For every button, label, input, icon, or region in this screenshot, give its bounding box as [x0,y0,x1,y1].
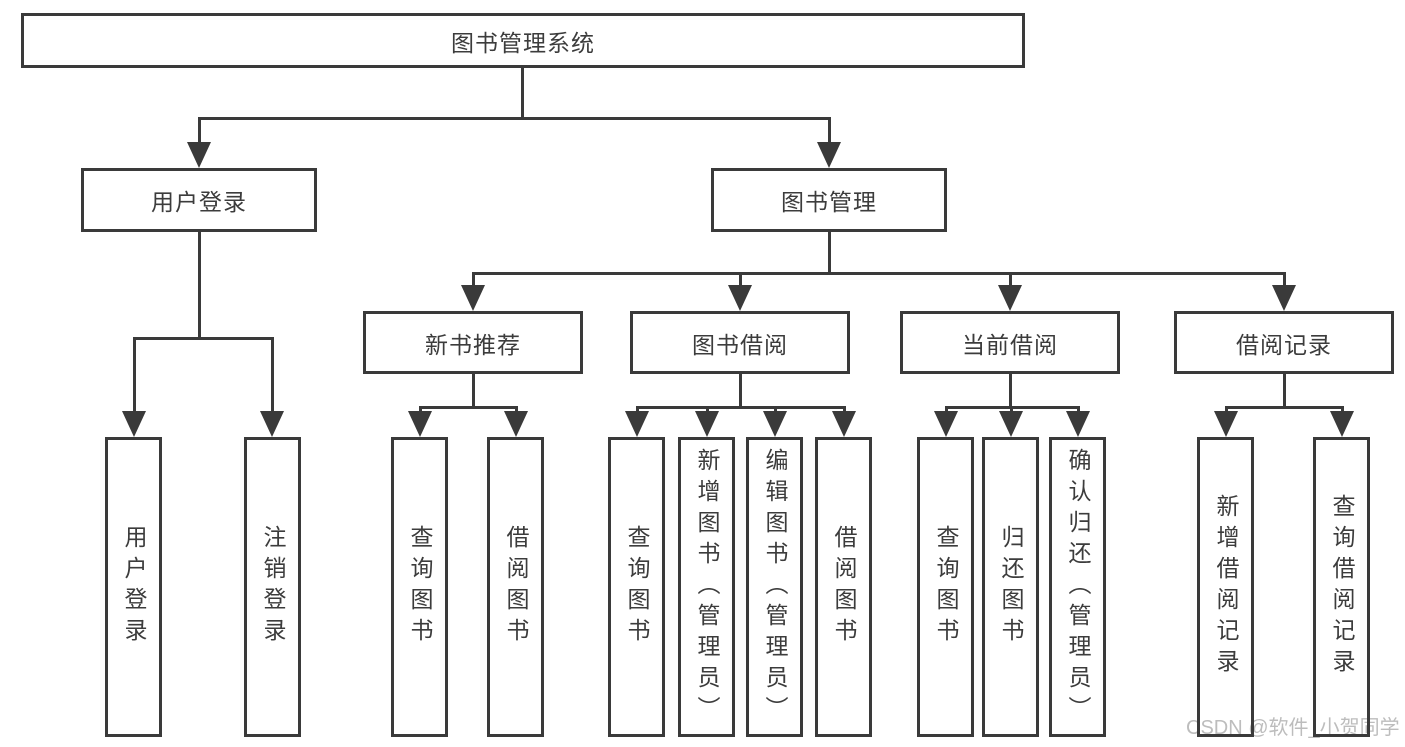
arrow-down-icon [1214,411,1238,437]
connector-line [472,272,475,288]
node-leaf-nbr-borrow-books: 借阅图书 [487,437,544,737]
connector-line [515,406,518,415]
arrow-down-icon [763,411,787,437]
node-leaf-cb-return-books: 归还图书 [982,437,1039,737]
arrow-down-icon [260,411,284,437]
connector-line [1225,406,1344,409]
node-leaf-bb-borrow-books: 借阅图书 [815,437,872,737]
node-leaf-bb-add-books-label: 新增图书（管理员） [694,447,720,727]
connector-line [198,232,201,338]
node-user-login-label: 用户登录 [151,189,247,215]
node-leaf-nbr-borrow-books-label: 借阅图书 [503,525,529,649]
node-current-borrowing: 当前借阅 [900,311,1120,374]
node-leaf-bb-borrow-books-label: 借阅图书 [831,525,857,649]
connector-line [1077,406,1080,415]
connector-line [133,337,274,340]
node-user-login: 用户登录 [81,168,317,232]
arrow-down-icon [1066,411,1090,437]
arrow-down-icon [1272,285,1296,311]
connector-line [419,406,422,415]
connector-line [133,337,136,414]
connector-line [198,117,201,146]
node-leaf-cb-confirm-return-label: 确认归还（管理员） [1065,447,1091,727]
arrow-down-icon [695,411,719,437]
node-current-borrowing-label: 当前借阅 [962,331,1058,358]
connector-line [636,406,639,415]
arrow-down-icon [461,285,485,311]
connector-line [1225,406,1228,415]
node-book-borrowing-label: 图书借阅 [692,331,788,358]
node-leaf-logout-label: 注销登录 [260,525,286,649]
node-leaf-br-query-record-label: 查询借阅记录 [1329,494,1355,680]
node-book-management: 图书管理 [711,168,947,232]
node-leaf-bb-query-books-label: 查询图书 [624,525,650,649]
arrow-down-icon [728,285,752,311]
node-borrowing-records: 借阅记录 [1174,311,1394,374]
node-leaf-br-add-record-label: 新增借阅记录 [1213,494,1239,680]
connector-line [706,406,709,415]
node-leaf-nbr-query-books-label: 查询图书 [407,525,433,649]
connector-line [472,374,475,409]
arrow-down-icon [504,411,528,437]
connector-line [945,406,948,415]
connector-line [1009,374,1012,409]
connector-line [739,374,742,409]
connector-line [1009,272,1012,288]
connector-line [828,117,831,146]
node-leaf-bb-edit-books-label: 编辑图书（管理员） [762,447,788,727]
connector-line [774,406,777,415]
node-leaf-bb-edit-books: 编辑图书（管理员） [746,437,803,737]
arrow-down-icon [999,411,1023,437]
arrow-down-icon [832,411,856,437]
arrow-down-icon [122,411,146,437]
node-leaf-user-login: 用户登录 [105,437,162,737]
connector-line [739,272,742,288]
node-leaf-br-add-record: 新增借阅记录 [1197,437,1254,737]
node-leaf-nbr-query-books: 查询图书 [391,437,448,737]
node-new-book-recommend-label: 新书推荐 [425,331,521,358]
connector-line [472,272,1286,275]
arrow-down-icon [1330,411,1354,437]
node-borrowing-records-label: 借阅记录 [1236,331,1332,358]
node-leaf-bb-add-books: 新增图书（管理员） [678,437,735,737]
connector-line [521,68,524,120]
node-book-borrowing: 图书借阅 [630,311,850,374]
arrow-down-icon [817,142,841,168]
connector-line [828,232,831,275]
node-new-book-recommend: 新书推荐 [363,311,583,374]
node-leaf-logout: 注销登录 [244,437,301,737]
connector-line [198,117,831,120]
node-leaf-cb-return-books-label: 归还图书 [998,525,1024,649]
node-leaf-cb-confirm-return: 确认归还（管理员） [1049,437,1106,737]
node-leaf-bb-query-books: 查询图书 [608,437,665,737]
connector-line [636,406,846,409]
arrow-down-icon [934,411,958,437]
connector-line [271,337,274,414]
node-leaf-user-login-label: 用户登录 [121,525,147,649]
connector-line [1283,374,1286,409]
connector-line [1283,272,1286,288]
connector-line [1341,406,1344,415]
arrow-down-icon [625,411,649,437]
connector-line [419,406,518,409]
watermark: CSDN @软件_小贺同学 [1186,717,1400,739]
node-leaf-cb-query-books-label: 查询图书 [933,525,959,649]
arrow-down-icon [998,285,1022,311]
arrow-down-icon [408,411,432,437]
connector-line [1010,406,1013,415]
connector-line [843,406,846,415]
node-root-label: 图书管理系统 [451,29,595,56]
node-book-management-label: 图书管理 [781,189,877,215]
arrow-down-icon [187,142,211,168]
node-leaf-cb-query-books: 查询图书 [917,437,974,737]
node-leaf-br-query-record: 查询借阅记录 [1313,437,1370,737]
node-root: 图书管理系统 [21,13,1025,68]
